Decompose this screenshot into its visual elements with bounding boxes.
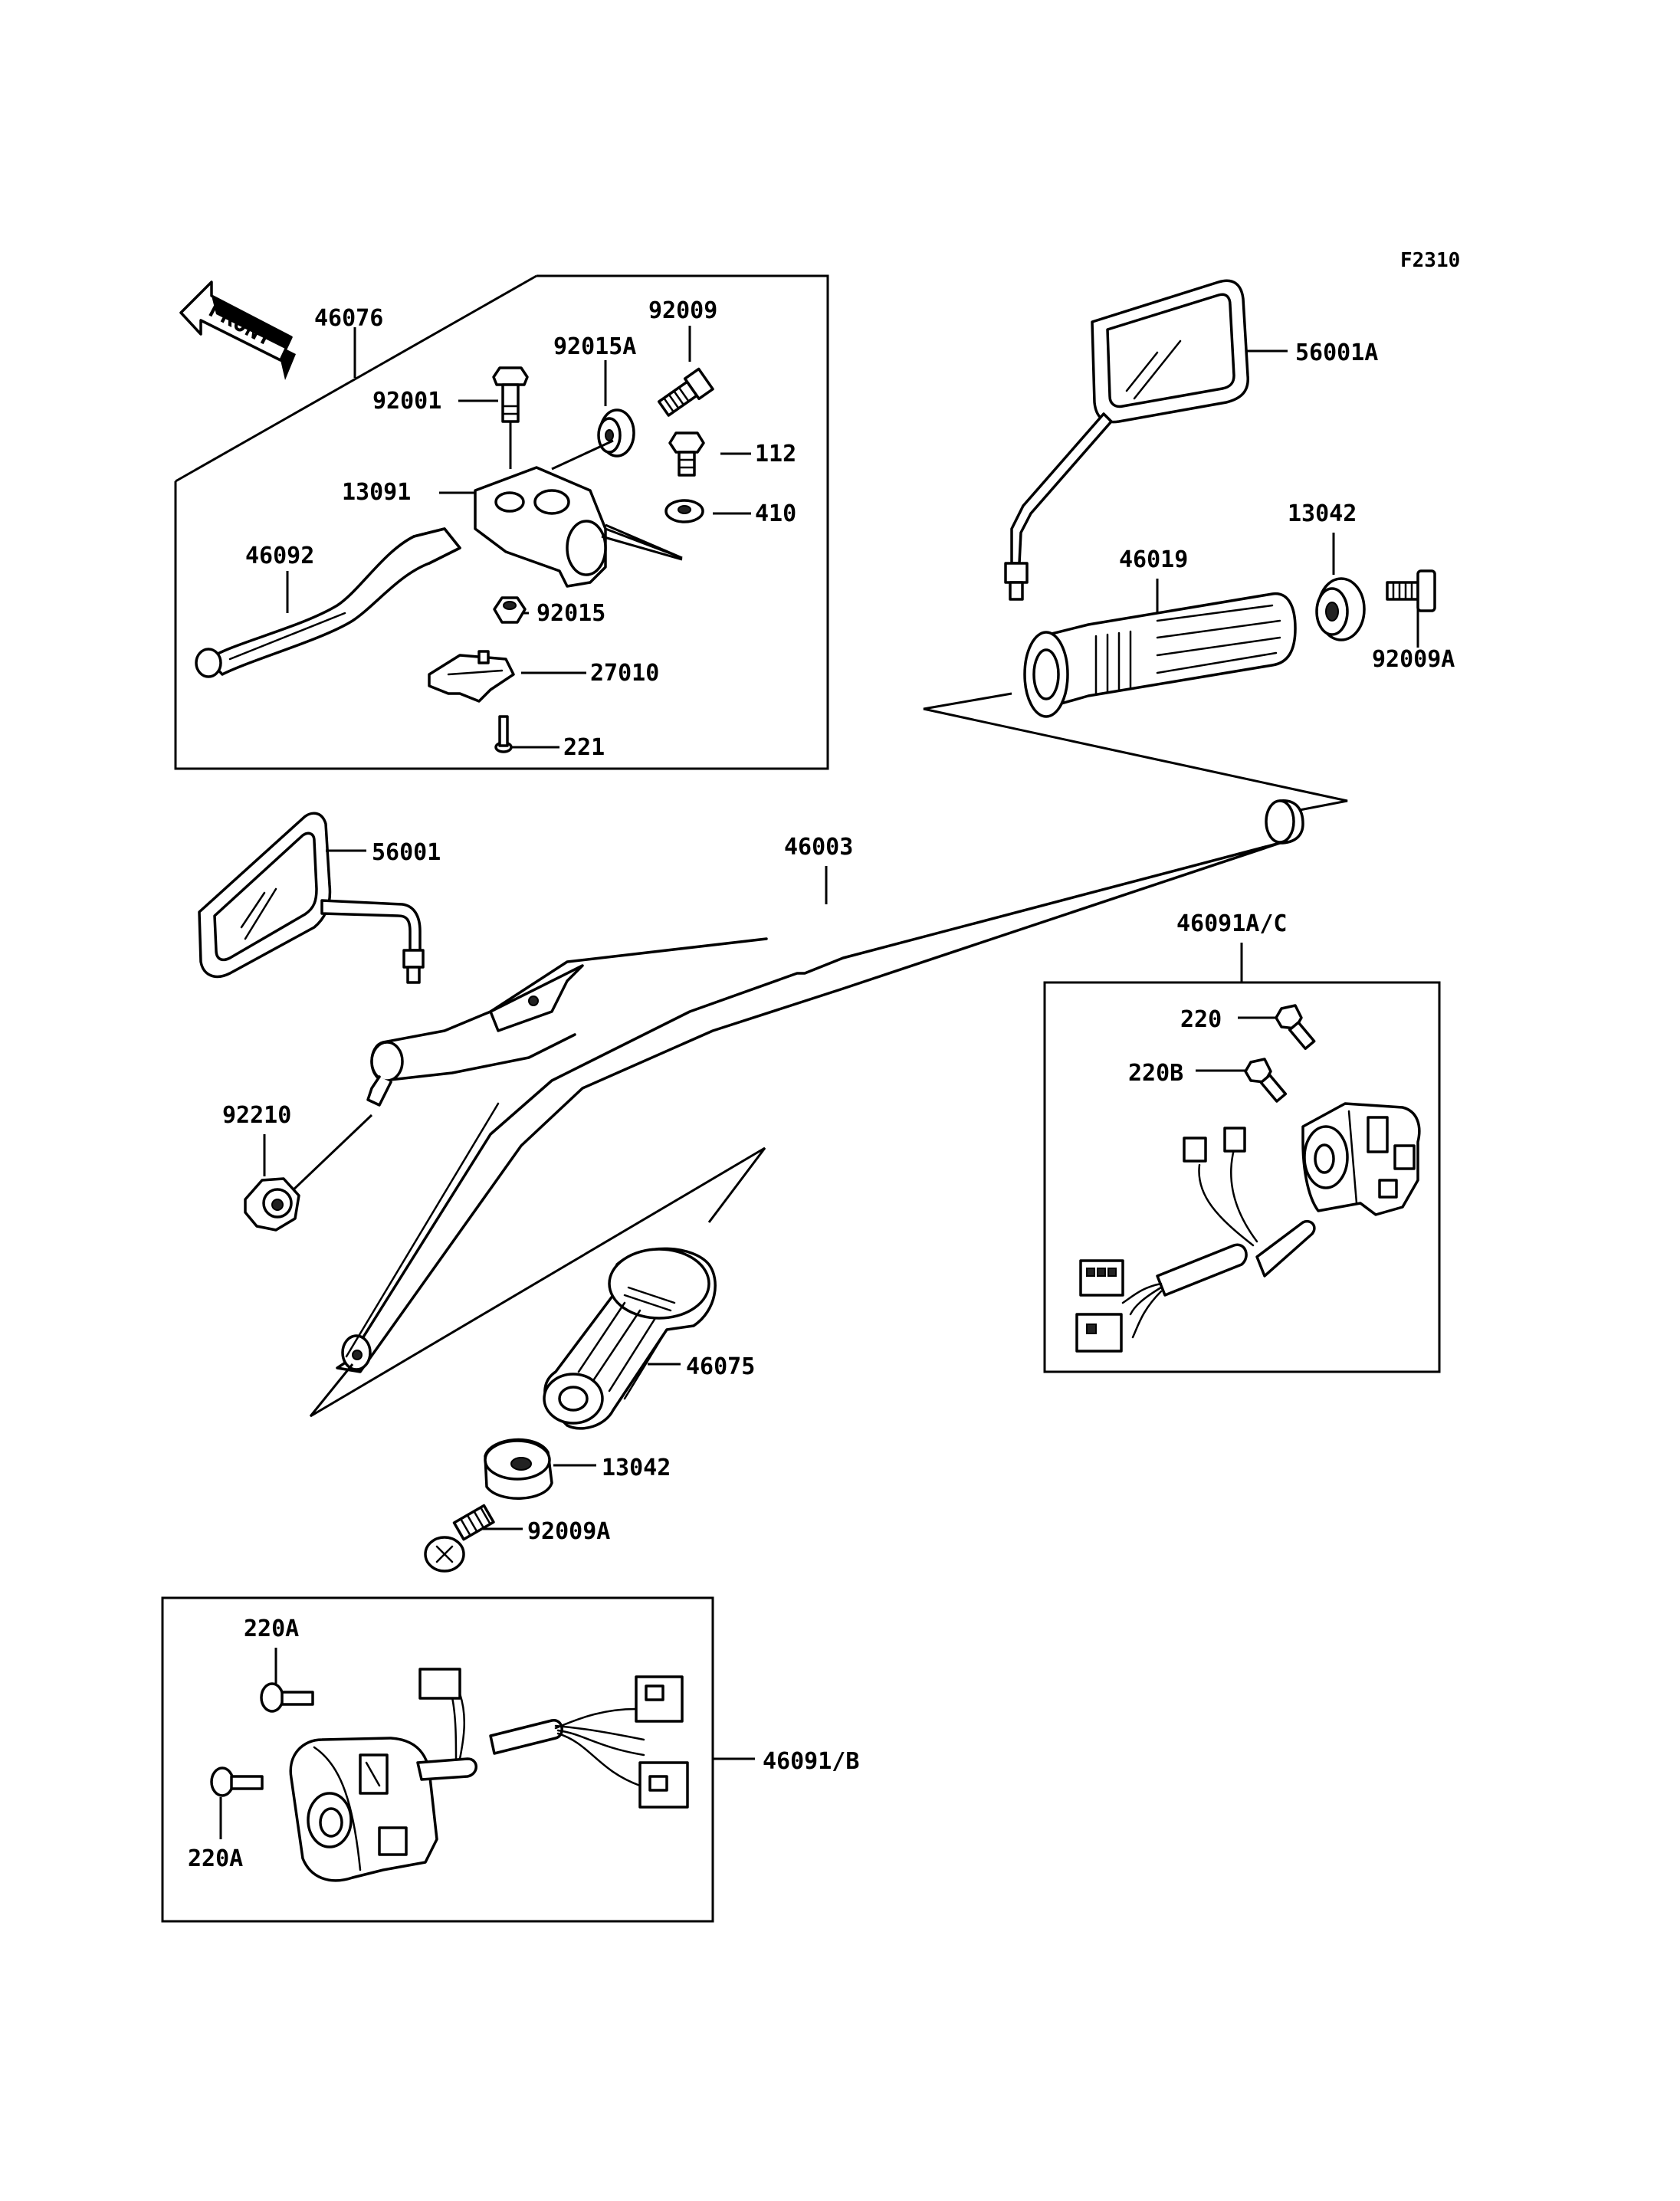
label-13042-top: 13042 <box>1288 500 1357 527</box>
label-92015: 92015 <box>536 600 605 627</box>
front-arrow-icon: FRONT <box>179 280 296 380</box>
switch-box-right <box>1043 981 1441 1373</box>
label-46019: 46019 <box>1119 546 1188 573</box>
label-46091AC: 46091A/C <box>1176 910 1288 937</box>
label-92015A: 92015A <box>553 333 636 360</box>
bolt-92009A-top-icon <box>1386 569 1436 612</box>
end-weight-92210-icon <box>244 1177 300 1232</box>
throttle-grip-46019-icon <box>1023 592 1297 718</box>
lever-assembly-group <box>174 274 829 770</box>
weight-13042-bottom-icon <box>484 1438 553 1500</box>
bolt-92009A-bottom-icon <box>424 1504 495 1573</box>
left-switch-wiring-icon <box>416 1668 689 1809</box>
label-92001: 92001 <box>372 388 441 415</box>
left-switch-housing-icon <box>289 1737 438 1882</box>
nut-92015-icon <box>493 596 527 624</box>
switch-27010-icon <box>428 650 515 703</box>
screw-220B-icon <box>1244 1058 1288 1103</box>
grip-46075-icon <box>543 1247 717 1430</box>
label-56001: 56001 <box>372 839 441 866</box>
switch-box-left <box>161 1596 714 1923</box>
projection-line-right <box>923 692 1348 814</box>
label-221: 221 <box>563 734 605 761</box>
label-46091B: 46091/B <box>763 1748 859 1775</box>
label-220B: 220B <box>1128 1060 1183 1087</box>
adjuster-bolt-92009-icon <box>657 367 714 417</box>
front-arrow-label: FRONT <box>204 296 277 352</box>
label-112: 112 <box>755 441 796 467</box>
projection-line-left <box>309 1146 766 1418</box>
screw-220A-bottom-icon <box>210 1766 264 1797</box>
mirror-56001-icon <box>198 812 425 984</box>
label-46092: 46092 <box>245 543 314 569</box>
label-46075: 46075 <box>686 1353 755 1380</box>
handlebar-46003-icon <box>336 799 1304 1373</box>
mirror-56001A-icon <box>1004 279 1249 601</box>
screw-220A-top-icon <box>260 1682 314 1713</box>
leader-92210-target <box>290 1114 373 1193</box>
label-46076: 46076 <box>314 305 383 332</box>
weight-13042-top-icon <box>1315 577 1366 641</box>
label-27010: 27010 <box>590 660 659 687</box>
pivot-bolt-92001-icon <box>492 366 529 469</box>
label-410: 410 <box>755 500 796 527</box>
label-92009A-top: 92009A <box>1372 646 1455 673</box>
label-46003: 46003 <box>784 834 853 861</box>
label-220A-bottom: 220A <box>188 1845 243 1872</box>
label-92210: 92210 <box>222 1102 291 1129</box>
label-13042-bottom: 13042 <box>602 1455 671 1481</box>
label-13091: 13091 <box>342 479 411 506</box>
label-56001A: 56001A <box>1295 339 1378 366</box>
label-92009: 92009 <box>648 297 717 324</box>
nut-92015A-icon <box>597 408 635 458</box>
screw-220-icon <box>1275 1004 1316 1051</box>
washer-410-icon <box>664 499 704 523</box>
label-220: 220 <box>1180 1006 1222 1033</box>
right-switch-wiring-icon <box>1075 1127 1316 1353</box>
screw-221-icon <box>494 715 513 753</box>
bolt-112-icon <box>668 431 705 477</box>
diagram-code: F2310 <box>1400 249 1460 272</box>
label-220A-top: 220A <box>244 1615 299 1642</box>
clutch-lever-46092-icon <box>195 527 461 678</box>
label-92009A-bottom: 92009A <box>527 1518 610 1545</box>
lever-holder-13091-icon <box>474 439 683 588</box>
right-switch-housing-icon <box>1301 1102 1421 1216</box>
